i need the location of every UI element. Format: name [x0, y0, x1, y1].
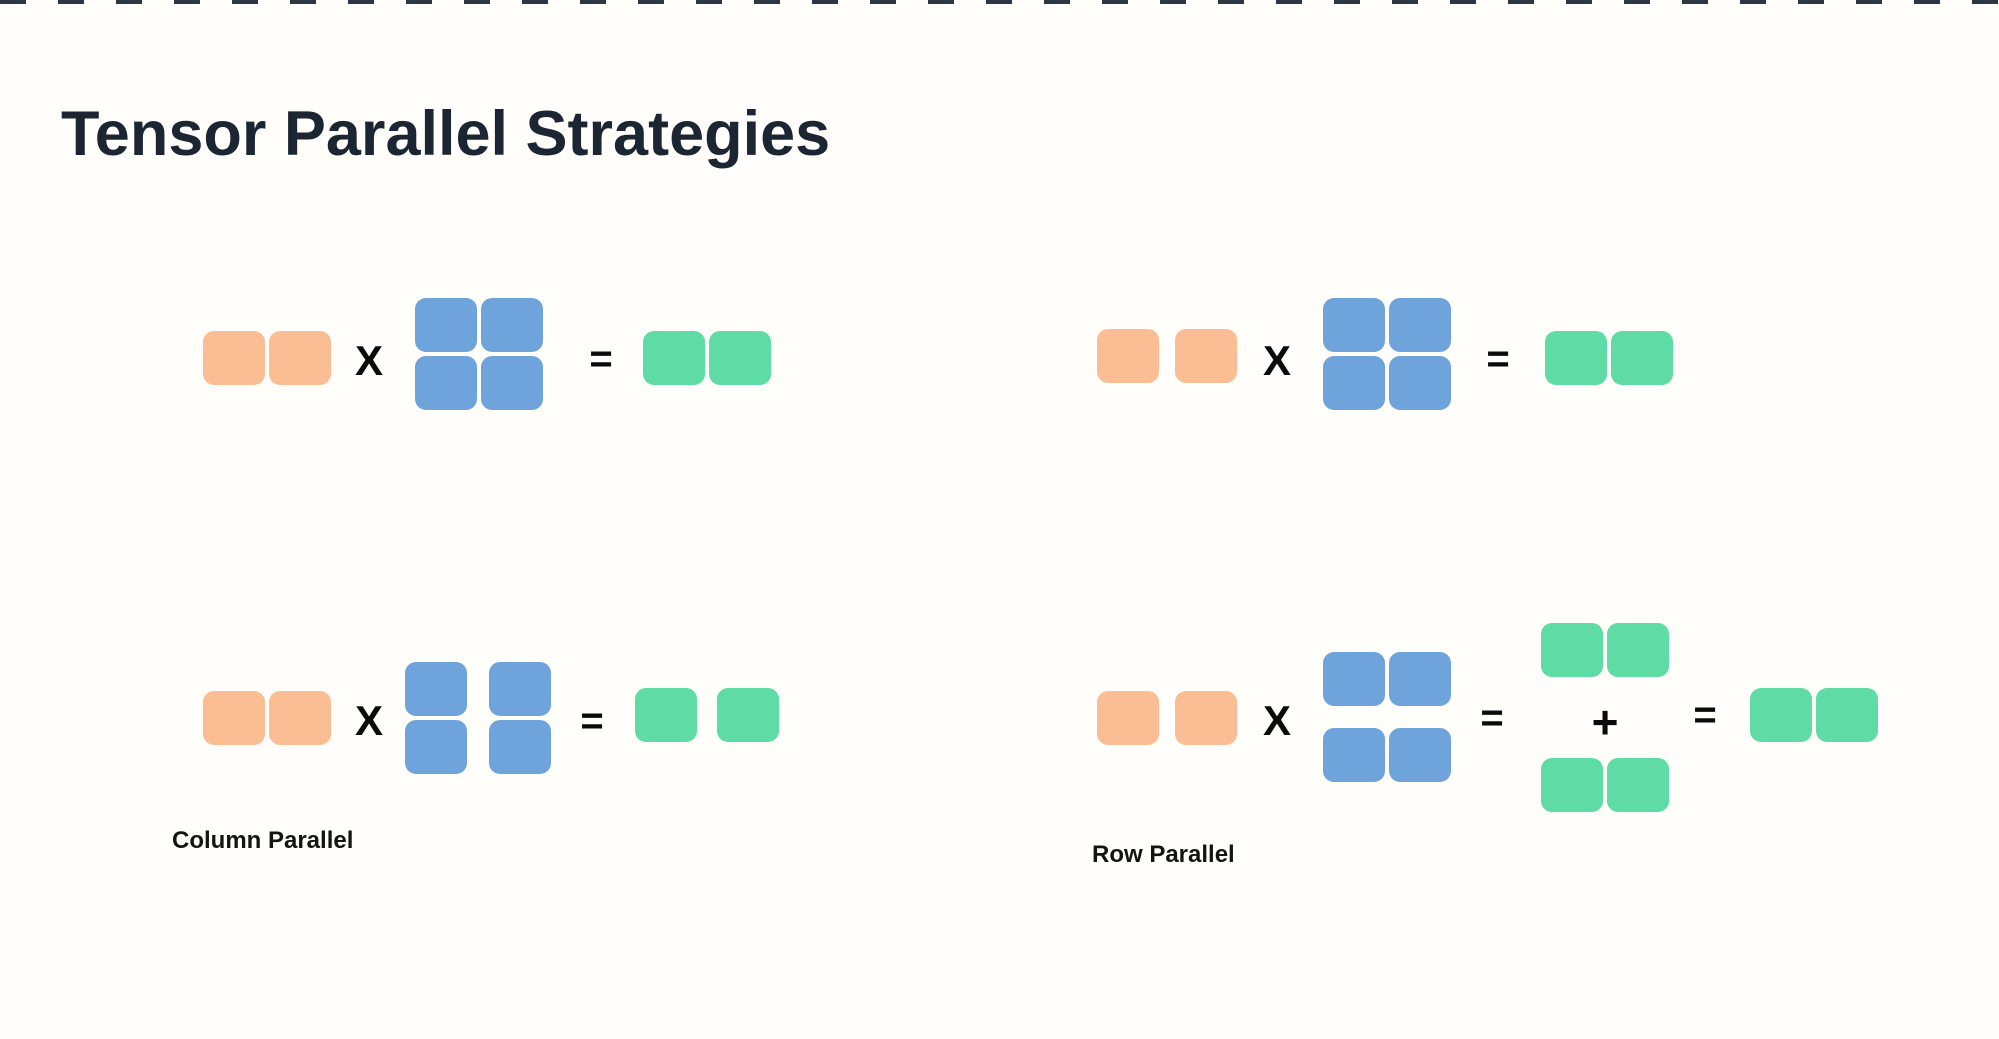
weight-block-blue-column-split: [405, 662, 467, 716]
output-block-green: [1816, 688, 1878, 742]
output-block-green: [643, 331, 705, 385]
input-block-orange: [1097, 691, 1159, 745]
equals-operator: =: [1693, 693, 1717, 737]
multiply-operator: X: [354, 697, 384, 744]
output-block-green: [1750, 688, 1812, 742]
canvas-top-dashed-border: [0, 0, 1999, 4]
equals-operator: =: [580, 699, 604, 743]
input-block-orange: [1097, 329, 1159, 383]
weight-block-blue: [1323, 356, 1385, 410]
multiply-operator: X: [354, 337, 384, 384]
column-parallel-label: Column Parallel: [172, 827, 354, 854]
input-block-orange: [203, 691, 265, 745]
plus-operator: +: [1591, 696, 1619, 748]
weight-block-blue-column-split: [489, 662, 551, 716]
output-block-green-column-split: [717, 688, 779, 742]
partial-output-block-green: [1607, 758, 1669, 812]
weight-block-blue: [481, 298, 543, 352]
weight-block-blue: [1323, 298, 1385, 352]
weight-block-blue: [1389, 298, 1451, 352]
weight-block-blue-row-split: [1323, 728, 1385, 782]
input-block-orange: [269, 691, 331, 745]
page-title: Tensor Parallel Strategies: [61, 99, 831, 170]
row-parallel-label: Row Parallel: [1092, 841, 1235, 868]
weight-block-blue-column-split: [489, 720, 551, 774]
weight-block-blue: [415, 356, 477, 410]
weight-block-blue: [1389, 356, 1451, 410]
equals-operator: =: [589, 337, 613, 381]
multiply-operator: X: [1262, 697, 1292, 744]
input-block-orange: [1175, 329, 1237, 383]
input-block-orange: [203, 331, 265, 385]
weight-block-blue-row-split: [1389, 652, 1451, 706]
output-block-green-column-split: [635, 688, 697, 742]
output-block-green: [1611, 331, 1673, 385]
input-block-orange: [1175, 691, 1237, 745]
equals-operator: =: [1480, 696, 1504, 740]
input-block-orange: [269, 331, 331, 385]
weight-block-blue: [481, 356, 543, 410]
weight-block-blue: [415, 298, 477, 352]
weight-block-blue-column-split: [405, 720, 467, 774]
weight-block-blue-row-split: [1389, 728, 1451, 782]
output-block-green: [709, 331, 771, 385]
partial-output-block-green: [1541, 623, 1603, 677]
partial-output-block-green: [1541, 758, 1603, 812]
weight-block-blue-row-split: [1323, 652, 1385, 706]
partial-output-block-green: [1607, 623, 1669, 677]
equals-operator: =: [1486, 337, 1510, 381]
multiply-operator: X: [1262, 337, 1292, 384]
output-block-green: [1545, 331, 1607, 385]
